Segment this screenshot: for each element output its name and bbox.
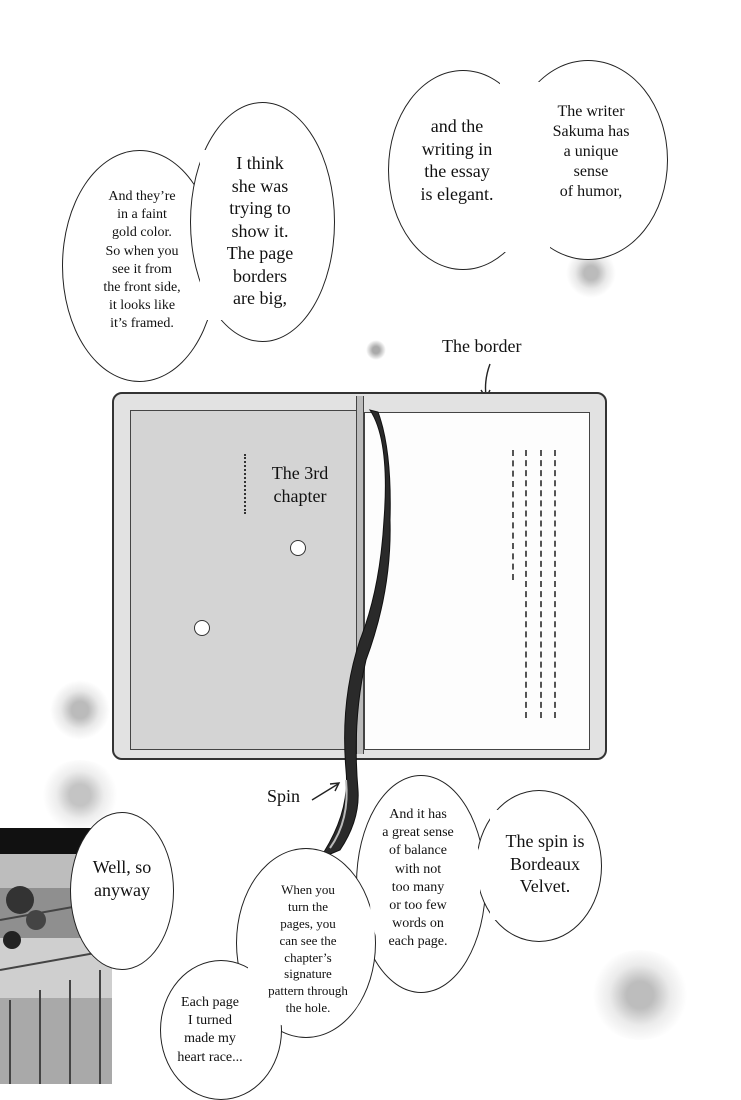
speech-bubble-anyway [70,812,174,970]
text-column [540,450,546,718]
pattern-hole-circle [290,540,306,556]
gold-text: And they’re in a faint gold color. So wh… [103,189,181,332]
bordeaux-text: The spin is Bordeaux Velvet. [505,831,585,896]
sparkle-decoration [50,680,110,740]
text-column [554,450,560,718]
text-column [525,450,531,718]
chapter-label: The 3rd chapter [271,463,329,506]
show-it-text: I think she was trying to show it. The p… [226,153,294,308]
sparkle-decoration [366,340,386,360]
building-lines [0,886,112,1084]
heart-text: Each page I turned made my heart race... [177,995,243,1065]
balance-text: And it has a great sense of balance with… [382,807,454,950]
border-label: The border [442,336,522,356]
humor-text: The writer Sakuma has a unique sense of … [552,103,630,200]
sparkle-decoration [590,950,690,1040]
anyway-text: Well, so anyway [92,857,152,900]
text-column [512,450,518,580]
chapter-kanji-mark [244,454,254,514]
turn-pages-text: When you turn the pages, you can see the… [268,882,348,1016]
elegant-text: and the writing in the essay is elegant. [420,116,494,204]
spin-label: Spin [267,786,301,806]
spin-arrow [311,782,341,801]
book-right-page [364,412,590,750]
pattern-hole-circle [194,620,210,636]
